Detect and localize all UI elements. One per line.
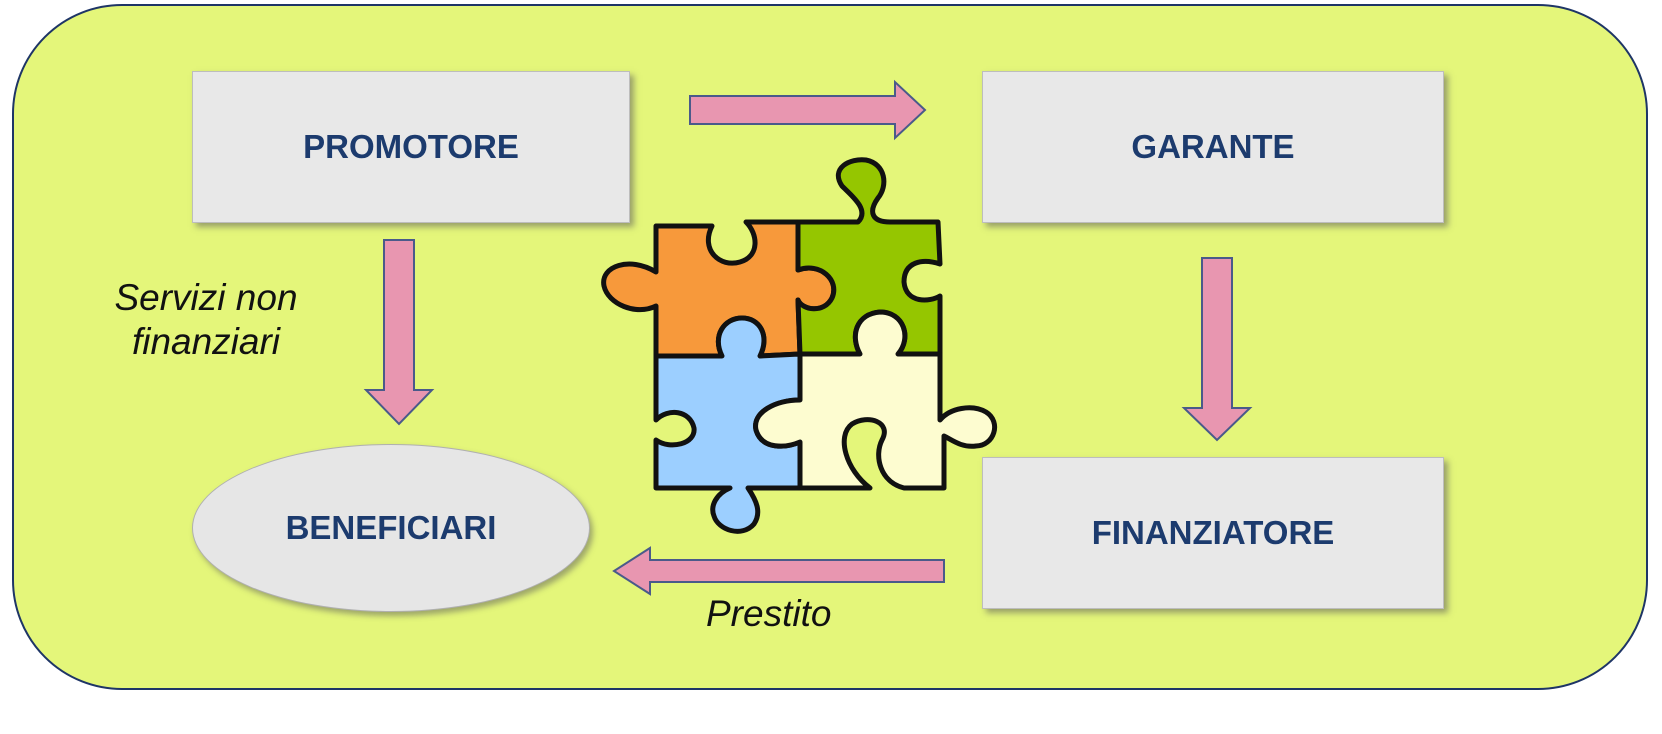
servizi-line-1: Servizi non — [114, 277, 298, 318]
arrow-finanziatore-to-beneficiari — [612, 546, 945, 596]
servizi-line-2: finanziari — [131, 321, 281, 362]
puzzle-piece-blue — [653, 315, 803, 534]
garante-label: GARANTE — [1131, 128, 1295, 165]
arrow-garante-to-finanziatore — [1181, 257, 1253, 442]
puzzle-icon — [601, 157, 998, 534]
promotore-label: PROMOTORE — [303, 128, 519, 165]
beneficiari-ellipse: BENEFICIARI — [192, 444, 590, 612]
finanziatore-label: FINANZIATORE — [1091, 514, 1335, 551]
arrow-promotore-to-garante — [689, 79, 927, 141]
finanziatore-box: FINANZIATORE — [982, 457, 1444, 609]
arrow-promotore-to-beneficiari — [363, 239, 435, 426]
puzzle-piece-green — [795, 157, 943, 357]
beneficiari-label: BENEFICIARI — [285, 509, 497, 546]
servizi-label: Servizi non finanziari — [96, 276, 316, 364]
garante-box: GARANTE — [982, 71, 1444, 223]
puzzle-piece-cream — [753, 309, 998, 491]
prestito-label: Prestito — [706, 593, 832, 634]
promotore-box: PROMOTORE — [192, 71, 630, 223]
